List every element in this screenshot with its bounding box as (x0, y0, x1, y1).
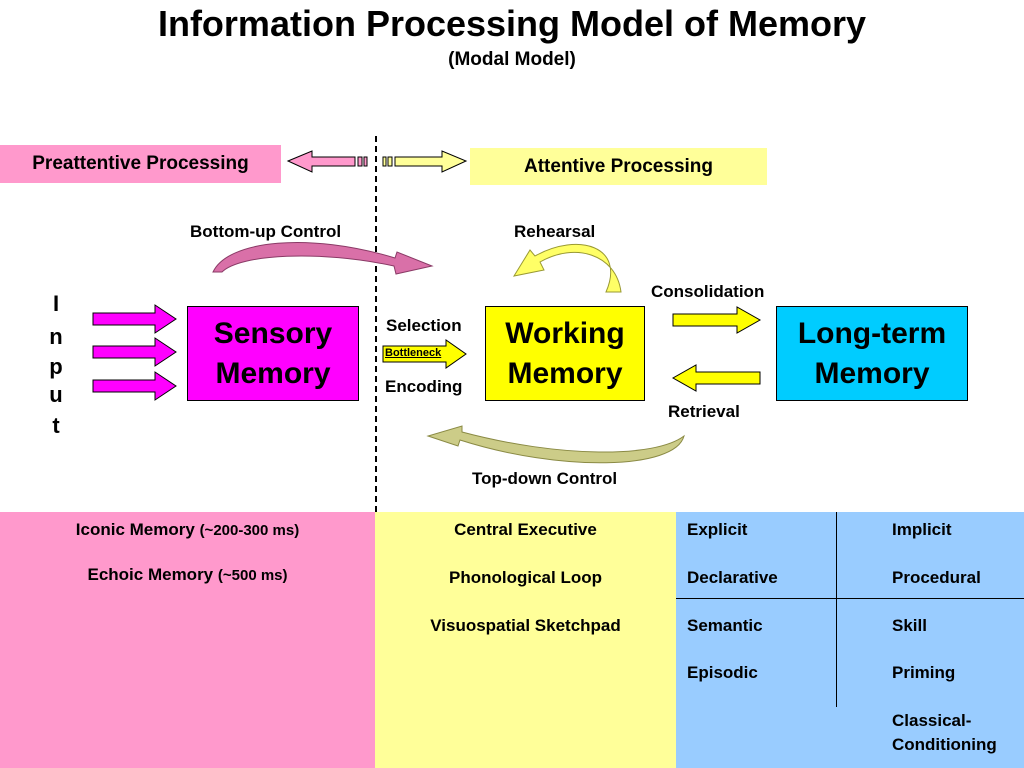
consolidation-arrow (672, 306, 762, 334)
attentive-banner: Attentive Processing (470, 148, 767, 185)
retrieval-arrow (671, 364, 761, 392)
input-letter: I (52, 291, 60, 316)
longterm-item: Procedural (892, 568, 981, 587)
rehearsal-label: Rehearsal (514, 222, 596, 241)
echoic-memory-item: Echoic Memory (~500 ms) (0, 565, 375, 585)
working-memory-panel (375, 512, 676, 768)
longterm-item: Implicit (892, 520, 952, 539)
attention-divider (375, 136, 377, 512)
box-label: Sensory (213, 316, 333, 350)
encoding-label: Encoding (385, 377, 463, 396)
top-down-arrow (426, 425, 685, 464)
iconic-memory-item: Iconic Memory (~200-300 ms) (0, 520, 375, 540)
long-term-memory-box: Long-term Memory (776, 306, 968, 401)
box-label: Memory (215, 356, 331, 390)
preattentive-banner: Preattentive Processing (0, 145, 281, 183)
retrieval-label: Retrieval (668, 402, 740, 421)
working-panel-item: Visuospatial Sketchpad (430, 616, 621, 635)
item-duration: (~200-300 ms) (199, 522, 300, 539)
long-term-memory-panel (676, 512, 1024, 768)
input-letter: u (49, 382, 63, 407)
attentive-arrow (382, 150, 468, 173)
bottleneck-label: Bottleneck (385, 347, 442, 359)
longterm-item: Skill (892, 616, 927, 635)
box-label: Long-term (797, 316, 947, 350)
item-name: Iconic Memory (75, 520, 195, 539)
panel-horizontal-divider (676, 598, 1024, 599)
consolidation-label: Consolidation (651, 282, 765, 301)
rehearsal-arrow (512, 243, 622, 293)
working-memory-box: Working Memory (485, 306, 645, 401)
box-label: Memory (507, 356, 623, 390)
sensory-memory-box: Sensory Memory (187, 306, 359, 401)
working-panel-item: Central Executive (454, 520, 597, 539)
top-down-label: Top-down Control (472, 469, 618, 488)
longterm-item: Episodic (687, 663, 758, 682)
item-duration: (~500 ms) (217, 567, 288, 584)
longterm-item: Semantic (687, 616, 763, 635)
bottleneck-arrow (382, 339, 467, 369)
input-letter: n (49, 324, 63, 349)
box-label: Memory (814, 356, 930, 390)
page-title: Information Processing Model of Memory (157, 3, 867, 44)
longterm-item: Declarative (687, 568, 778, 587)
longterm-item: Classical- (892, 711, 972, 730)
longterm-item: Conditioning (892, 735, 997, 754)
longterm-item: Explicit (687, 520, 748, 539)
preattentive-arrow (286, 150, 368, 173)
sensory-memory-panel (0, 512, 375, 768)
input-letter: p (49, 354, 63, 379)
working-panel-item: Phonological Loop (449, 568, 602, 587)
page-subtitle: (Modal Model) (448, 49, 576, 70)
bottom-up-arrow (212, 241, 434, 275)
input-letter: t (52, 413, 60, 438)
bottom-up-label: Bottom-up Control (190, 222, 342, 241)
box-label: Working (505, 316, 625, 350)
input-arrows (92, 304, 177, 401)
longterm-item: Priming (892, 663, 956, 682)
panel-vertical-divider (836, 512, 837, 707)
selection-label: Selection (386, 316, 462, 335)
item-name: Echoic Memory (87, 565, 214, 584)
